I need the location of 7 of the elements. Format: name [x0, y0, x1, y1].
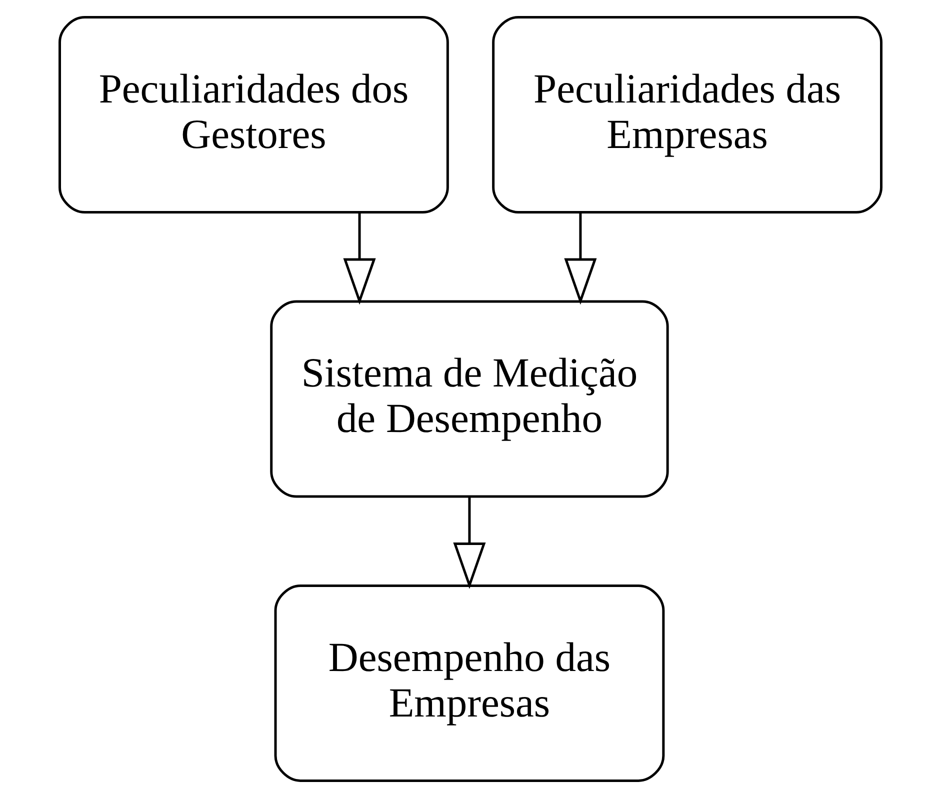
node-box: Peculiaridades dos Gestores — [58, 16, 449, 214]
arrow — [564, 212, 597, 304]
node-box: Peculiaridades das Empresas — [492, 16, 882, 214]
arrow — [453, 496, 486, 588]
node-box: Sistema de Medição de Desempenho — [270, 300, 669, 498]
node-box: Desempenho das Empresas — [274, 584, 665, 782]
arrow — [343, 212, 376, 304]
